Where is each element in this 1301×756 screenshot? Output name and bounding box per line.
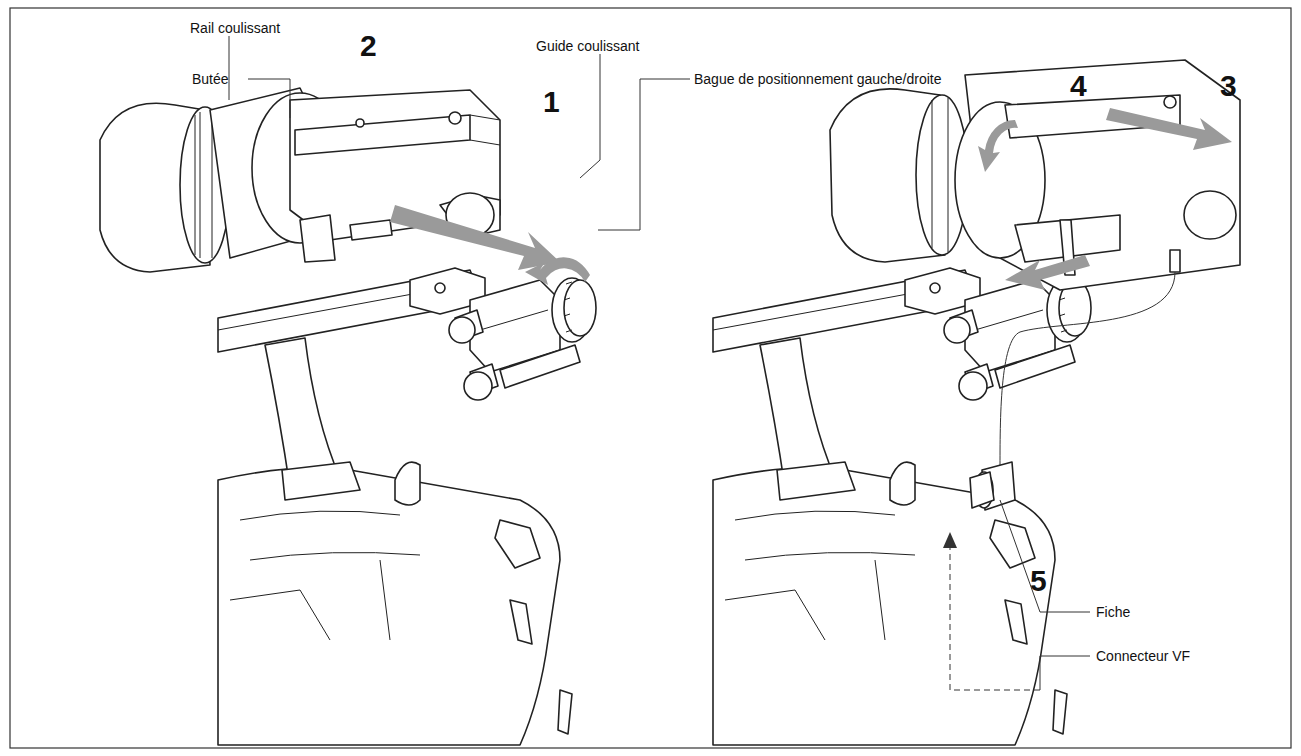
callout-number: 1 [543, 86, 560, 118]
callout-number: 2 [360, 30, 377, 62]
callout-number: 5 [1030, 565, 1047, 597]
part-label: Connecteur VF [1096, 648, 1190, 664]
callout-number: 4 [1070, 70, 1087, 102]
part-label: Butée [192, 71, 229, 87]
part-label: Fiche [1096, 604, 1130, 620]
part-label: Bague de positionnement gauche/droite [694, 71, 942, 87]
part-label: Rail coulissant [190, 20, 280, 36]
callout-number: 3 [1220, 70, 1237, 102]
part-label: Guide coulissant [536, 38, 640, 54]
